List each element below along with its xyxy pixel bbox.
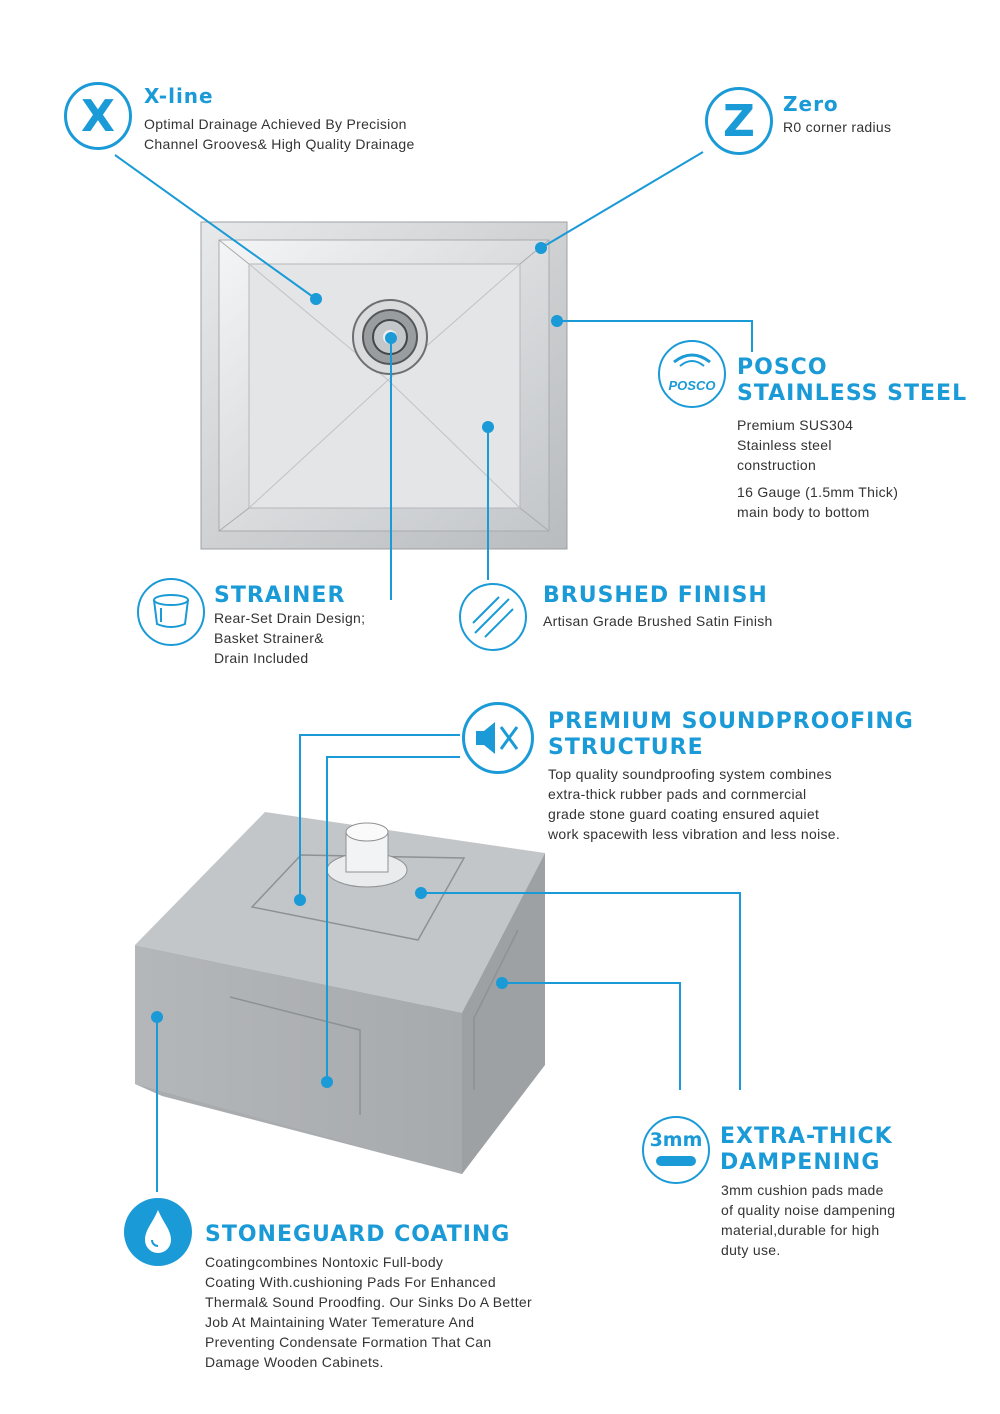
posco-gauge-description: 16 Gauge (1.5mm Thick) main body to bott… bbox=[737, 484, 899, 520]
dampening-subtitle: DAMPENING bbox=[720, 1150, 881, 1175]
posco-description: Premium SUS304 Stainless steel construct… bbox=[737, 417, 854, 473]
dampening-pad-icon: 3mm bbox=[642, 1116, 710, 1184]
callout-lines bbox=[114, 151, 753, 1192]
x-line-description: Optimal Drainage Achieved By Precision C… bbox=[144, 116, 415, 152]
soundproofing-title: PREMIUM SOUNDPROOFING bbox=[548, 709, 914, 734]
drain-tailpiece bbox=[326, 822, 408, 888]
stoneguard-title: STONEGUARD COATING bbox=[205, 1222, 511, 1247]
callout-dots bbox=[151, 242, 563, 1088]
x-line-icon: X bbox=[64, 82, 132, 150]
x-line-title: X-line bbox=[144, 84, 214, 108]
zero-description: R0 corner radius bbox=[783, 119, 892, 135]
posco-subtitle: STAINLESS STEEL bbox=[737, 381, 968, 406]
strainer-title: STRAINER bbox=[214, 583, 346, 608]
sink-top-view bbox=[200, 221, 568, 550]
soundproofing-subtitle: STRUCTURE bbox=[548, 735, 704, 760]
sink-bottom-view bbox=[135, 812, 545, 1174]
brushed-finish-title: BRUSHED FINISH bbox=[543, 583, 768, 608]
stoneguard-description: Coatingcombines Nontoxic Full-body Coati… bbox=[205, 1254, 532, 1370]
pad-bar bbox=[656, 1156, 696, 1166]
strainer-icon bbox=[137, 578, 205, 646]
zero-title: Zero bbox=[783, 92, 839, 116]
zero-icon: Z bbox=[705, 87, 773, 155]
soundproofing-description: Top quality soundproofing system combine… bbox=[548, 766, 841, 842]
brushed-finish-icon bbox=[459, 583, 527, 651]
brushed-finish-description: Artisan Grade Brushed Satin Finish bbox=[543, 613, 773, 629]
water-drop-icon bbox=[124, 1198, 192, 1266]
posco-title: POSCO bbox=[737, 355, 828, 380]
strainer-description: Rear-Set Drain Design; Basket Strainer& … bbox=[214, 610, 366, 666]
posco-logo-icon: POSCO bbox=[658, 340, 726, 408]
dampening-title: EXTRA-THICK bbox=[720, 1124, 893, 1149]
dampening-description: 3mm cushion pads made of quality noise d… bbox=[721, 1182, 896, 1258]
speaker-mute-icon bbox=[462, 702, 534, 774]
